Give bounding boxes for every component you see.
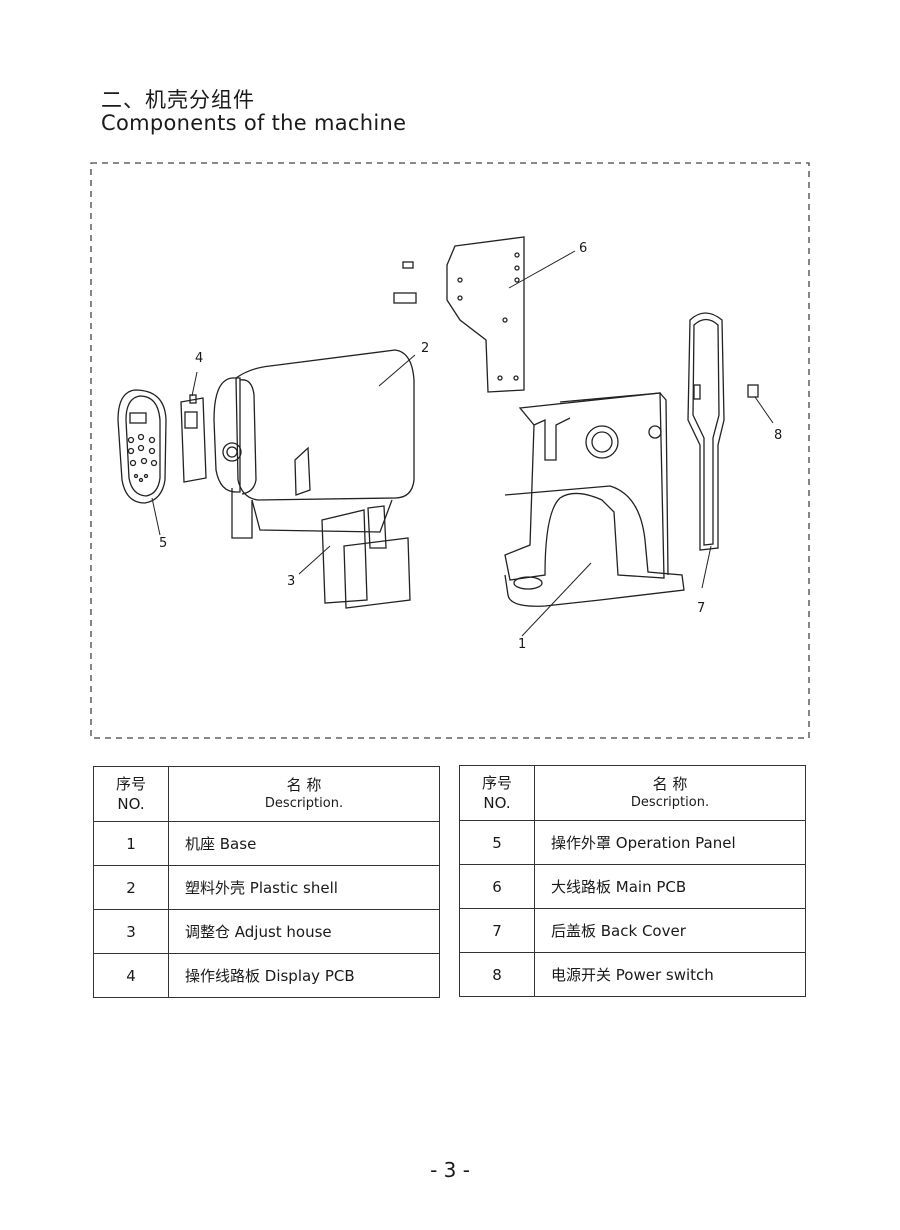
plastic-shell-drawing	[213, 349, 416, 539]
back-cover-drawing	[687, 312, 725, 589]
table-header-row: 序号 NO. 名 称 Description.	[459, 765, 806, 821]
callout-6: 6	[579, 241, 588, 256]
callout-8: 8	[774, 428, 783, 443]
part-description: 调整仓 Adjust house	[168, 909, 440, 954]
no-header-en: NO.	[483, 794, 511, 812]
section-title-en: Components of the machine	[101, 111, 407, 135]
parts-table-right: 序号 NO. 名 称 Description. 5 操作外罩 Operation…	[459, 765, 806, 997]
part-number: 6	[459, 864, 535, 909]
table-header-row: 序号 NO. 名 称 Description.	[93, 766, 440, 822]
part-number: 5	[459, 820, 535, 865]
table-row: 8 电源开关 Power switch	[459, 952, 806, 997]
callout-2: 2	[421, 341, 430, 356]
no-header-cn: 序号	[481, 774, 512, 792]
adjust-house-drawing	[298, 505, 411, 609]
part-number: 4	[93, 953, 169, 998]
callout-5: 5	[159, 536, 168, 551]
desc-header-cn: 名 称	[286, 776, 322, 794]
exploded-diagram: 1 2 3 4 5 6 7 8	[90, 162, 810, 739]
desc-header-en: Description.	[264, 796, 344, 811]
part-description: 机座 Base	[168, 821, 440, 866]
part-number: 7	[459, 908, 535, 953]
table-row: 1 机座 Base	[93, 821, 440, 866]
section-title-cn: 二、机壳分组件	[101, 88, 255, 112]
display-pcb-drawing	[180, 371, 207, 483]
part-description: 操作外罩 Operation Panel	[534, 820, 806, 865]
part-description: 操作线路板 Display PCB	[168, 953, 440, 998]
desc-header-en: Description.	[630, 795, 710, 810]
main-pcb-drawing	[393, 236, 576, 393]
power-switch-drawing	[747, 384, 774, 424]
no-header-cell: 序号 NO.	[459, 765, 535, 821]
parts-table-left: 序号 NO. 名 称 Description. 1 机座 Base 2 塑料外壳…	[93, 766, 440, 998]
desc-header-cell: 名 称 Description.	[534, 765, 806, 821]
part-number: 2	[93, 865, 169, 910]
part-description: 电源开关 Power switch	[534, 952, 806, 997]
callout-4: 4	[195, 351, 204, 366]
part-number: 8	[459, 952, 535, 997]
part-description: 后盖板 Back Cover	[534, 908, 806, 953]
table-row: 2 塑料外壳 Plastic shell	[93, 865, 440, 910]
part-description: 塑料外壳 Plastic shell	[168, 865, 440, 910]
part-number: 1	[93, 821, 169, 866]
no-header-en: NO.	[117, 795, 145, 813]
page-number: - 3 -	[430, 1158, 470, 1182]
base-drawing	[504, 392, 685, 637]
callout-1: 1	[518, 637, 527, 652]
table-row: 7 后盖板 Back Cover	[459, 908, 806, 953]
table-row: 5 操作外罩 Operation Panel	[459, 820, 806, 865]
desc-header-cell: 名 称 Description.	[168, 766, 440, 822]
no-header-cn: 序号	[115, 775, 146, 793]
operation-panel-drawing	[117, 389, 167, 536]
table-row: 3 调整仓 Adjust house	[93, 909, 440, 954]
diagram-frame	[90, 162, 810, 739]
table-row: 4 操作线路板 Display PCB	[93, 953, 440, 998]
callout-7: 7	[697, 601, 706, 616]
part-number: 3	[93, 909, 169, 954]
callout-3: 3	[287, 574, 296, 589]
part-description: 大线路板 Main PCB	[534, 864, 806, 909]
no-header-cell: 序号 NO.	[93, 766, 169, 822]
desc-header-cn: 名 称	[652, 775, 688, 793]
table-row: 6 大线路板 Main PCB	[459, 864, 806, 909]
